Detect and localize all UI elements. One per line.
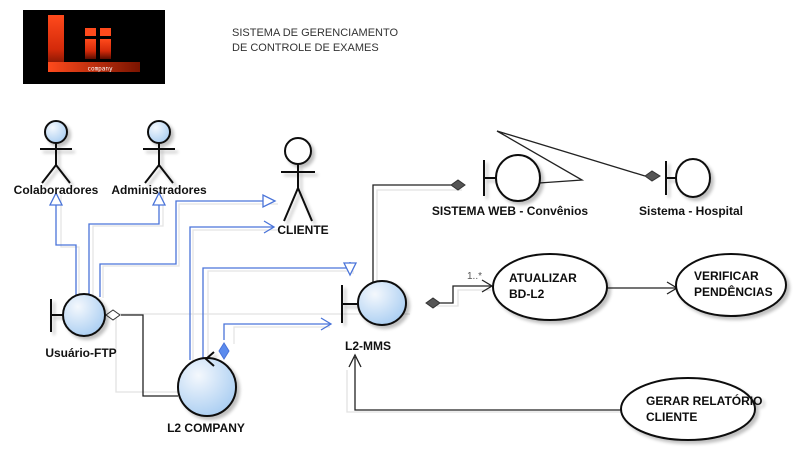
boundary-sistema-hospital[interactable] <box>665 158 711 198</box>
boundary-sistema-web[interactable] <box>483 154 541 202</box>
control-l2-company[interactable] <box>177 351 237 417</box>
usecase-ellipse <box>492 253 608 321</box>
usecase-gerar-line1: GERAR RELATÓRIO <box>646 393 762 408</box>
usecase-atualizar-line1: ATUALIZAR <box>509 271 577 285</box>
boundary-circle-icon <box>675 158 711 198</box>
boundary-sistema-web-label: SISTEMA WEB - Convênios <box>432 204 589 218</box>
generalization-arrowhead-icon <box>262 193 277 209</box>
actor-administradores-label: Administradores <box>111 183 207 197</box>
relation-usuario-ftp-to-colaboradores[interactable] <box>48 191 77 297</box>
boundary-circle-icon <box>357 280 407 326</box>
actor-administradores[interactable] <box>143 120 175 184</box>
relation-l2-company-to-cliente[interactable] <box>189 220 276 360</box>
usecase-atualizar-line2: BD-L2 <box>509 287 545 301</box>
relation-l2-company-to-l2-mms-generalization[interactable] <box>202 262 358 360</box>
control-circle-icon <box>177 357 237 417</box>
logo-i-stem-1 <box>85 39 96 59</box>
usecase-gerar[interactable]: GERAR RELATÓRIO CLIENTE <box>620 377 762 441</box>
boundary-circle-icon <box>62 293 106 337</box>
logo-i-dot-2 <box>100 28 111 36</box>
boundary-circle-icon <box>495 154 541 202</box>
company-logo: company <box>23 10 165 84</box>
actor-head-icon <box>44 120 68 144</box>
usecase-verificar-line2: PENDÊNCIAS <box>694 284 773 299</box>
actor-cliente-label: CLIENTE <box>277 223 328 237</box>
actor-body-icon <box>281 164 315 222</box>
generalization-arrowhead-icon <box>342 262 358 277</box>
aggregation-diamond-icon <box>105 309 121 321</box>
logo-bar <box>48 62 140 72</box>
control-arrow-icon <box>204 351 215 367</box>
relation-sistema-web-to-sistema-hospital[interactable] <box>496 130 661 184</box>
open-arrowhead-icon <box>320 317 333 331</box>
composition-diamond-icon <box>218 342 230 360</box>
generalization-arrowhead-icon <box>151 191 167 206</box>
boundary-usuario-ftp-label: Usuário-FTP <box>45 346 116 360</box>
page-title-line1: SISTEMA DE GERENCIAMENTO <box>232 27 398 39</box>
actor-head-icon <box>147 120 171 144</box>
open-arrowhead-icon <box>263 220 276 234</box>
open-arrowhead-icon <box>348 353 362 368</box>
logo-subtitle: company <box>87 66 113 73</box>
usecase-ellipse <box>620 377 756 441</box>
generalization-arrowhead-icon <box>48 191 64 206</box>
relation-usuario-ftp-to-administradores[interactable] <box>88 191 167 296</box>
logo-i-dot-1 <box>85 28 96 36</box>
relation-usuario-ftp-to-l2-company[interactable] <box>105 309 178 397</box>
logo-letter-l <box>48 15 64 72</box>
boundary-l2-mms[interactable] <box>341 280 407 326</box>
actor-body-icon <box>40 143 72 184</box>
actor-body-icon <box>143 143 175 184</box>
usecase-gerar-line2: CLIENTE <box>646 410 697 424</box>
composition-diamond-icon <box>425 297 441 309</box>
relation-usuario-ftp-to-cliente[interactable] <box>99 193 277 297</box>
actor-colaboradores[interactable] <box>40 120 72 184</box>
boundary-usuario-ftp[interactable] <box>50 293 106 337</box>
page-title-line2: DE CONTROLE DE EXAMES <box>232 42 379 54</box>
usecase-atualizar[interactable]: ATUALIZAR BD-L2 <box>492 253 608 321</box>
relation-atualizar-to-verificar[interactable] <box>606 281 679 295</box>
relation-l2-company-to-l2-mms-association[interactable] <box>218 317 333 360</box>
boundary-l2-mms-label: L2-MMS <box>345 339 391 353</box>
actor-head-icon <box>284 137 312 165</box>
actor-colaboradores-label: Colaboradores <box>14 183 99 197</box>
multiplicity-label: 1..* <box>467 271 482 282</box>
usecase-verificar[interactable]: VERIFICAR PENDÊNCIAS <box>675 253 787 317</box>
logo-i-stem-2 <box>100 39 111 59</box>
composition-diamond-icon <box>644 170 661 182</box>
open-arrowhead-icon <box>481 279 494 293</box>
relation-l2-mms-to-atualizar[interactable]: 1..* <box>425 271 494 309</box>
usecase-ellipse <box>675 253 787 317</box>
control-l2-company-label: L2 COMPANY <box>167 421 245 435</box>
usecase-verificar-line1: VERIFICAR <box>694 269 759 283</box>
actor-cliente[interactable] <box>281 137 315 222</box>
connector-shadows <box>60 189 622 413</box>
boundary-sistema-hospital-label: Sistema - Hospital <box>639 204 743 218</box>
relation-gerar-to-l2-mms[interactable] <box>348 353 622 411</box>
relation-l2-mms-to-sistema-web[interactable] <box>372 179 466 285</box>
composition-diamond-icon <box>450 179 466 191</box>
